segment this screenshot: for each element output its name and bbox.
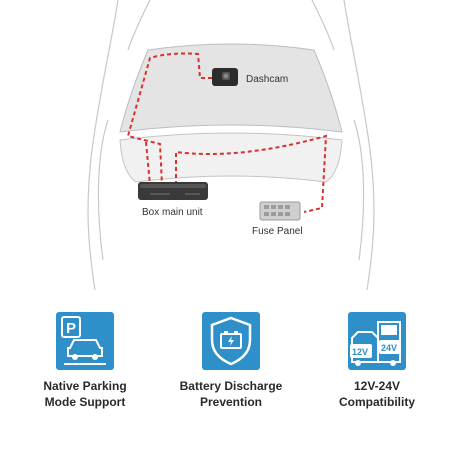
feature-battery-line2: Prevention xyxy=(199,395,262,409)
fuse-panel-device xyxy=(259,201,301,221)
dashcam-label: Dashcam xyxy=(246,74,289,85)
feature-battery-line1: Battery Discharge xyxy=(179,379,283,393)
voltage-vehicles-icon: 12V 24V xyxy=(348,312,406,370)
feature-voltage-line1: 12V-24V xyxy=(353,379,401,393)
feature-parking-line1: Native Parking xyxy=(43,379,127,393)
box-main-unit-device xyxy=(138,182,208,200)
feature-voltage-compat: 12V 24V 12V-24V Compatibility xyxy=(307,312,447,410)
car-outline xyxy=(87,0,375,290)
dashboard-panel xyxy=(119,132,343,183)
feature-battery-protection: Battery Discharge Prevention xyxy=(161,312,301,410)
windshield xyxy=(119,43,343,133)
box-main-unit-label: Box main unit xyxy=(142,207,203,218)
battery-shield-icon xyxy=(202,312,260,370)
fuse-panel-label: Fuse Panel xyxy=(252,226,303,237)
badge-12v-text: 12V xyxy=(352,347,368,357)
badge-24v-text: 24V xyxy=(381,343,397,353)
svg-text:P: P xyxy=(66,320,76,337)
dashcam-device xyxy=(212,68,238,86)
feature-parking-line2: Mode Support xyxy=(44,395,126,409)
feature-parking-mode: P Native Parking Mode Support xyxy=(15,312,155,410)
feature-voltage-line2: Compatibility xyxy=(338,395,415,409)
parking-car-icon: P xyxy=(56,312,114,370)
red-wiring xyxy=(126,52,328,213)
car-installation-diagram xyxy=(87,0,375,290)
